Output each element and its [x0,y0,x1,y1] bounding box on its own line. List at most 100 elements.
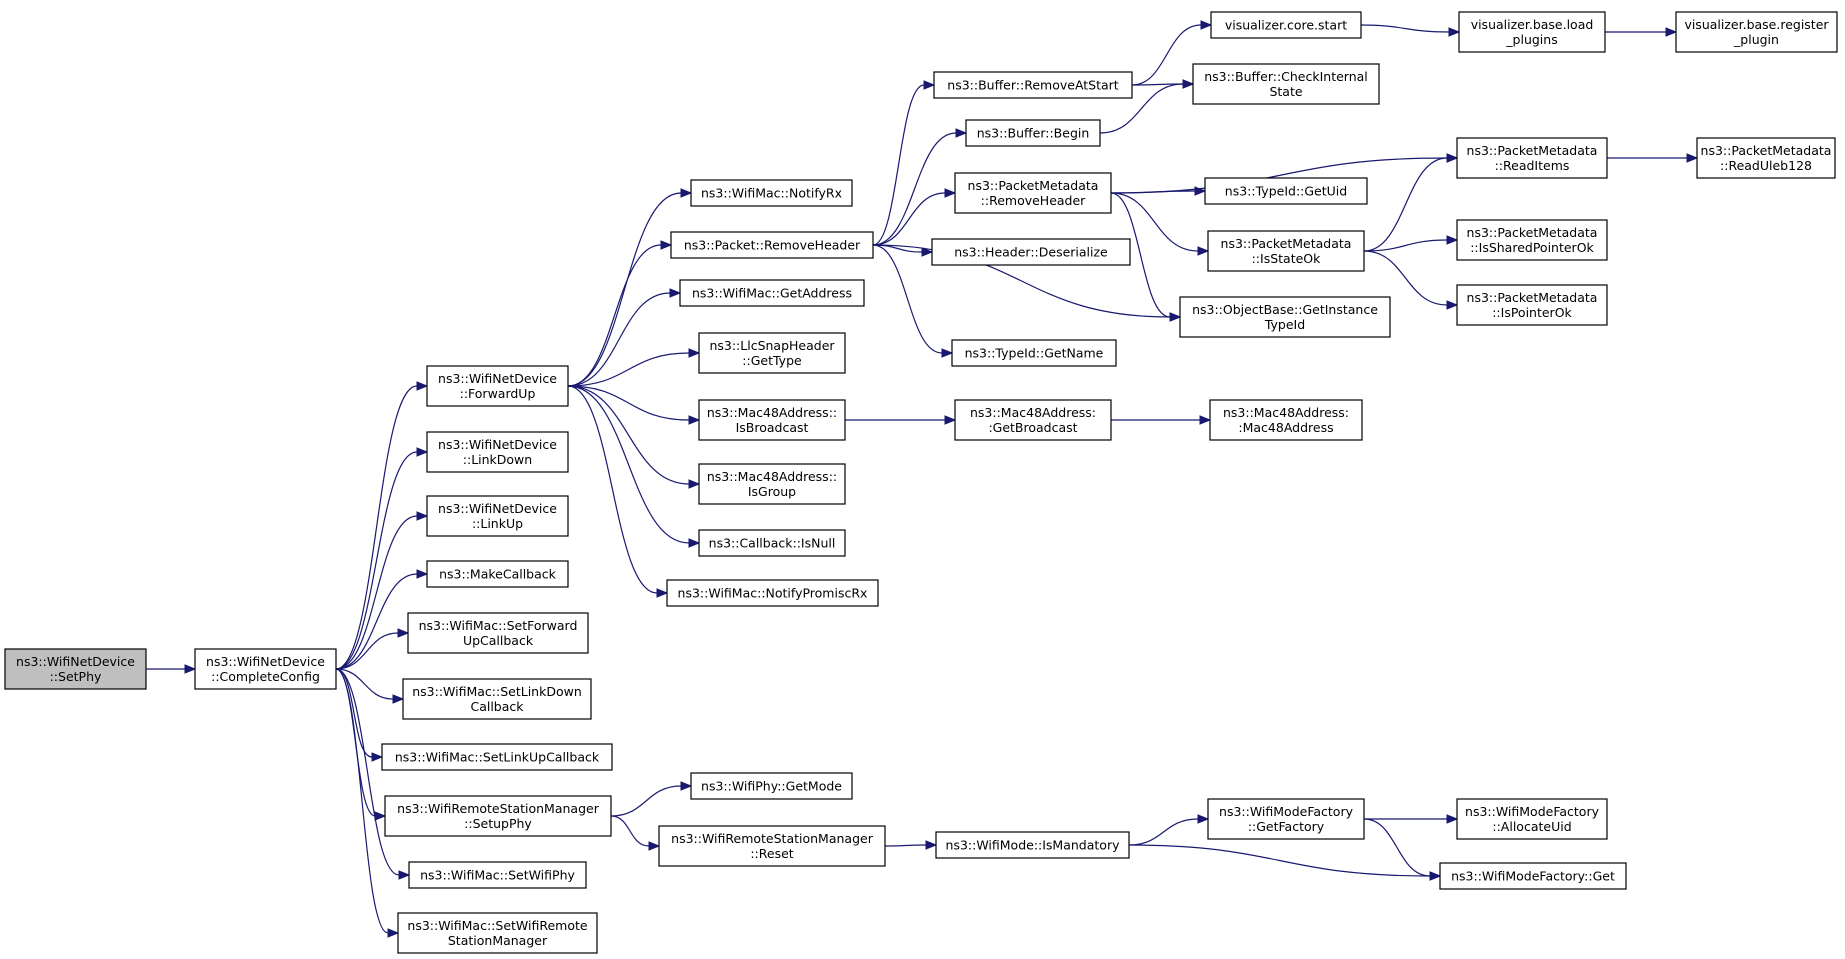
node-isbroadcast[interactable]: ns3::Mac48Address::IsBroadcast [698,399,846,441]
node-label-line: ns3::Mac48Address: [1223,405,1349,420]
edge-completeconfig-to-setlinkupcb [335,668,384,762]
node-label-line: ::SetupPhy [464,816,532,831]
node-pmremoveheader[interactable]: ns3::PacketMetadata::RemoveHeader [954,172,1112,214]
node-readitems[interactable]: ns3::PacketMetadata::ReadItems [1456,137,1608,179]
node-label-line: visualizer.base.load [1471,17,1594,32]
node-ismandatory[interactable]: ns3::WifiMode::IsMandatory [935,831,1130,859]
node-setwifiremote[interactable]: ns3::WifiMac::SetWifiRemoteStationManage… [397,912,598,954]
node-getbroadcast[interactable]: ns3::Mac48Address::GetBroadcast [954,399,1112,441]
edge-arrowhead [921,247,934,257]
edge-forwardup-to-isgroup [567,385,701,489]
node-label-line: ns3::WifiMac::SetLinkUpCallback [395,750,600,765]
node-box [1210,11,1362,39]
node-allocateuid[interactable]: ns3::WifiModeFactory::AllocateUid [1456,798,1608,840]
edge-arrowhead [398,870,411,880]
edge-arrowhead [1448,27,1461,37]
node-label-line: ns3::WifiMac::SetWifiPhy [420,868,575,883]
edge-arrowhead [1197,814,1210,824]
node-label-line: ::ForwardUp [460,386,536,401]
node-wmfget[interactable]: ns3::WifiModeFactory::Get [1439,862,1627,890]
node-getaddress[interactable]: ns3::WifiMac::GetAddress [679,279,865,307]
node-rsmreset[interactable]: ns3::WifiRemoteStationManager::Reset [658,825,886,867]
node-loadplugins[interactable]: visualizer.base.load_plugins [1458,11,1606,53]
edge-arrowhead [392,694,405,704]
node-linkup[interactable]: ns3::WifiNetDevice::LinkUp [426,495,569,537]
edge-arrowhead [660,240,673,250]
node-makecallback[interactable]: ns3::MakeCallback [426,560,569,588]
edge-setphy-to-completeconfig [146,664,197,674]
edge-line [1363,250,1448,306]
edge-isbroadcast-to-getbroadcast [844,415,957,425]
edge-line [1363,818,1431,877]
edge-arrowhead [374,811,387,821]
node-label-line: ns3::Mac48Address:: [707,405,837,420]
node-setwifiphy[interactable]: ns3::WifiMac::SetWifiPhy [408,861,587,889]
edge-line [1363,157,1448,252]
node-label-line: ns3::WifiModeFactory::Get [1451,869,1615,884]
node-isnull[interactable]: ns3::Callback::IsNull [698,529,846,557]
node-box [1456,284,1608,326]
node-label-line: ns3::MakeCallback [439,567,557,582]
node-forwardup[interactable]: ns3::WifiNetDevice::ForwardUp [426,365,569,407]
edge-arrowhead [1446,814,1459,824]
node-mac48ctor[interactable]: ns3::Mac48Address::Mac48Address [1209,399,1363,441]
node-box [965,119,1101,147]
node-removeheader[interactable]: ns3::Packet::RemoveHeader [670,231,874,259]
node-label-line: visualizer.base.register [1684,17,1829,32]
node-label-line: ns3::PacketMetadata [1467,290,1598,305]
edge-rsmreset-to-ismandatory [884,840,938,850]
edge-line [567,385,690,421]
node-label-line: _plugins [1505,32,1557,47]
node-getfactory[interactable]: ns3::WifiModeFactory::GetFactory [1207,798,1365,840]
node-getmode[interactable]: ns3::WifiPhy::GetMode [690,772,853,800]
node-issharedpointerok[interactable]: ns3::PacketMetadata::IsSharedPointerOk [1456,219,1608,261]
node-llcgettype[interactable]: ns3::LlcSnapHeader::GetType [698,332,846,374]
edge-isstateok-to-issharedpointerok [1363,235,1459,252]
call-graph-edges [146,20,1699,938]
node-registerplugin[interactable]: visualizer.base.register_plugin [1675,11,1838,53]
node-label-line: ns3::WifiMode::IsMandatory [946,838,1121,853]
node-removeatstart[interactable]: ns3::Buffer::RemoveAtStart [933,71,1133,99]
node-label-line: ns3::Buffer::CheckInternal [1204,69,1368,84]
node-label-line: ns3::ObjectBase::GetInstance [1192,302,1378,317]
node-label-line: ::LinkUp [472,516,523,531]
edge-removeheader-to-pmremoveheader [872,188,957,246]
node-label-line: ns3::WifiRemoteStationManager [671,831,874,846]
node-box [1439,862,1627,890]
node-label-line: ns3::Callback::IsNull [709,536,836,551]
node-isgroup[interactable]: ns3::Mac48Address::IsGroup [698,463,846,505]
node-label-line: ns3::WifiRemoteStationManager [397,801,600,816]
edge-line [884,844,927,847]
node-notifyrx[interactable]: ns3::WifiMac::NotifyRx [690,179,853,207]
edge-line [610,785,682,817]
node-ispointerok[interactable]: ns3::PacketMetadata::IsPointerOk [1456,284,1608,326]
node-readuleb128[interactable]: ns3::PacketMetadata::ReadUleb128 [1696,137,1836,179]
node-label-line: ns3::WifiModeFactory [1219,804,1354,819]
edge-arrowhead [1446,300,1459,310]
node-vizstart[interactable]: visualizer.core.start [1210,11,1362,39]
edge-arrowhead [371,752,384,762]
edge-line [335,515,418,670]
node-deserialize[interactable]: ns3::Header::Deserialize [931,238,1131,266]
node-isstateok[interactable]: ns3::PacketMetadata::IsStateOk [1207,230,1365,272]
node-setlinkupcb[interactable]: ns3::WifiMac::SetLinkUpCallback [381,743,613,771]
node-label-line: ::LinkDown [463,452,532,467]
edge-bufbegin-to-checkinternal [1099,79,1195,134]
edge-line [335,385,418,670]
node-setupphy[interactable]: ns3::WifiRemoteStationManager::SetupPhy [384,795,612,837]
node-box [698,332,846,374]
node-getuid[interactable]: ns3::TypeId::GetUid [1204,177,1368,205]
node-completeconfig[interactable]: ns3::WifiNetDevice::CompleteConfig [194,648,337,690]
node-notifypromiscrx[interactable]: ns3::WifiMac::NotifyPromiscRx [666,579,879,607]
node-label-line: ns3::Buffer::Begin [977,126,1090,141]
node-setphy[interactable]: ns3::WifiNetDevice::SetPhy [4,648,147,690]
node-linkdown[interactable]: ns3::WifiNetDevice::LinkDown [426,431,569,473]
node-typeidgetname[interactable]: ns3::TypeId::GetName [951,339,1117,367]
node-bufbegin[interactable]: ns3::Buffer::Begin [965,119,1101,147]
node-label-line: ns3::WifiNetDevice [16,654,135,669]
edge-completeconfig-to-setforwardupcb [335,628,410,670]
